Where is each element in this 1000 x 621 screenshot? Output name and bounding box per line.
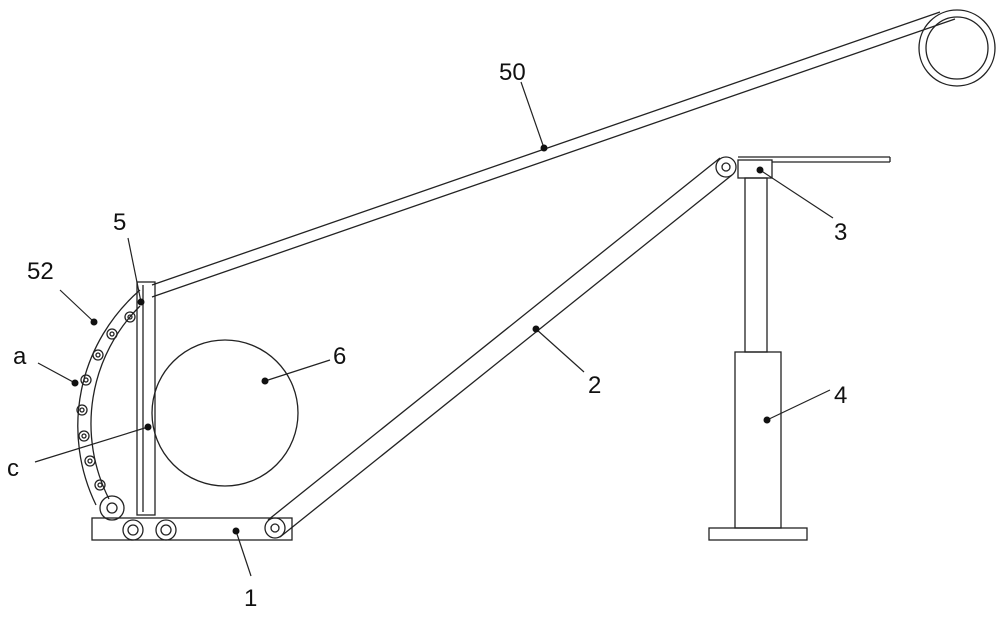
label-c: c xyxy=(7,455,19,482)
curved-guide-52 xyxy=(77,290,140,520)
wheel-6 xyxy=(152,340,298,486)
leader-52 xyxy=(60,290,98,326)
leader-c xyxy=(35,424,152,463)
label-52: 52 xyxy=(27,258,54,285)
bracket-3 xyxy=(716,157,890,178)
leader-50 xyxy=(521,82,548,152)
label-2: 2 xyxy=(588,372,601,399)
vertical-plate-5 xyxy=(137,282,155,515)
boom-50 xyxy=(152,12,955,297)
base-1 xyxy=(92,518,292,540)
label-50: 50 xyxy=(499,59,526,86)
label-6: 6 xyxy=(333,343,346,370)
leader-4 xyxy=(764,390,831,424)
post-4 xyxy=(709,178,807,540)
leader-1 xyxy=(233,528,252,577)
label-a: a xyxy=(13,343,27,370)
label-5: 5 xyxy=(113,209,126,236)
label-3: 3 xyxy=(834,219,847,246)
leader-3 xyxy=(757,167,834,219)
label-1: 1 xyxy=(244,585,257,612)
leader-2 xyxy=(533,326,585,373)
leader-6 xyxy=(262,360,331,385)
guide-rollers xyxy=(77,312,135,490)
top-pulley xyxy=(919,10,995,86)
label-4: 4 xyxy=(834,382,847,409)
leader-a xyxy=(38,363,79,387)
leader-5 xyxy=(128,238,145,306)
